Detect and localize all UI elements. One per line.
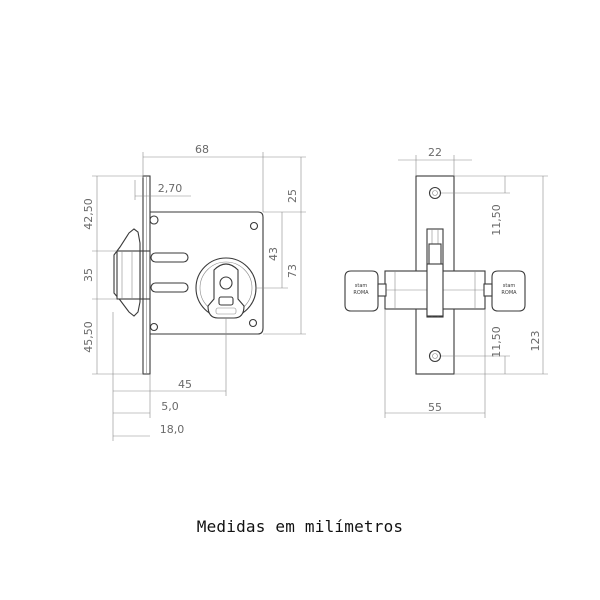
svg-text:ROMA: ROMA — [353, 290, 369, 296]
lower-slot — [150, 282, 189, 293]
dim-faceplate-height: 123 — [529, 331, 542, 352]
dim-faceplate-offset: 2,70 — [158, 182, 183, 195]
dim-bottom-to-axis: 45,50 — [82, 321, 95, 353]
front-screw-right-icon — [249, 221, 259, 231]
left-key-icon: stam ROMA — [344, 270, 387, 312]
front-screw-top-icon — [149, 215, 159, 225]
dim-slot-span: 35 — [82, 268, 95, 282]
svg-text:stam: stam — [503, 283, 516, 289]
upper-slot — [150, 252, 189, 263]
side-screw-bottom-icon — [428, 349, 442, 363]
caption: Medidas em milímetros — [196, 517, 404, 536]
right-key-icon: stam ROMA — [483, 270, 526, 312]
dim-cylinder-axis: 43 — [267, 247, 280, 261]
dim-lower-screw: 11,50 — [490, 326, 503, 358]
dim-upper-screw: 11,50 — [490, 204, 503, 236]
dim-key-span: 55 — [428, 401, 442, 414]
dim-top-margin: 25 — [286, 189, 299, 203]
dim-side-width: 22 — [428, 146, 442, 159]
lock-body — [148, 211, 264, 335]
side-screw-top-icon — [428, 186, 442, 200]
front-screw-bottom-icon — [149, 322, 159, 332]
cylinder-profile-icon — [207, 263, 245, 319]
dim-top-to-axis: 42,50 — [82, 198, 95, 230]
dim-body-height: 73 — [286, 264, 299, 278]
dim-total-depth: 18,0 — [160, 423, 185, 436]
front-view — [92, 152, 306, 441]
dim-faceplate-thickness: 5,0 — [161, 400, 179, 413]
dim-front-width: 68 — [195, 143, 209, 156]
svg-text:stam: stam — [355, 283, 368, 289]
dim-backset: 45 — [178, 378, 192, 391]
side-view: stam ROMA stam ROMA — [344, 155, 548, 418]
svg-text:ROMA: ROMA — [501, 290, 517, 296]
